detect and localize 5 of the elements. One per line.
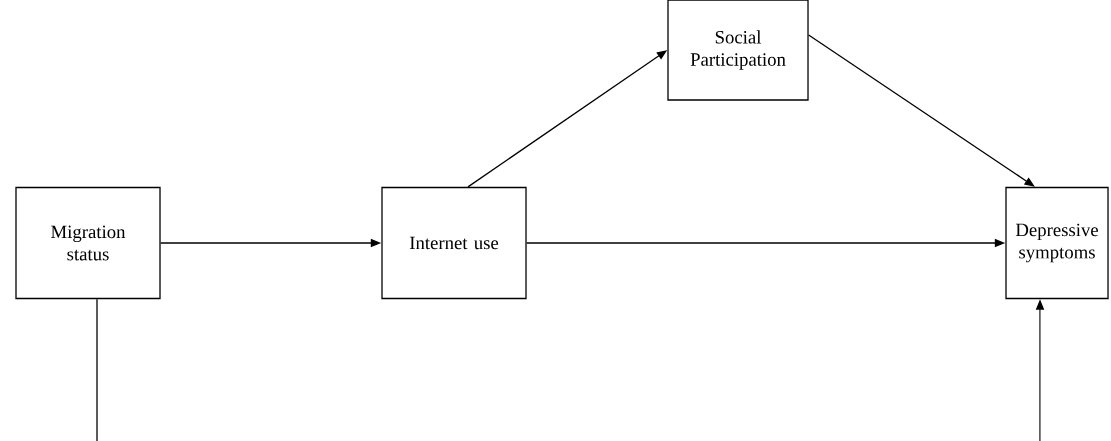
process-box: Internet use bbox=[381, 186, 527, 300]
process-box: Social Participation bbox=[667, 0, 809, 101]
process-box: Depressive symptoms bbox=[1005, 186, 1109, 300]
process-box: Migration status bbox=[15, 186, 161, 300]
arrow bbox=[808, 34, 1035, 187]
